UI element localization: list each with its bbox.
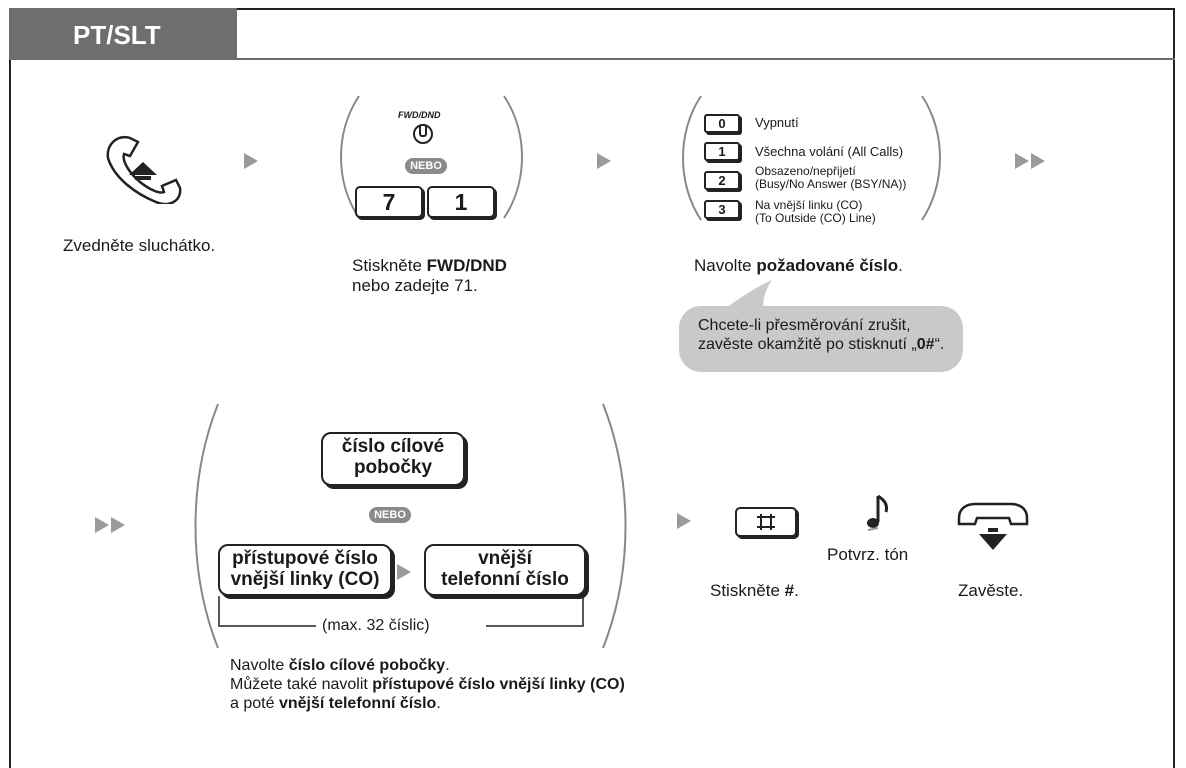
max-digits-note: (max. 32 číslic) [322, 617, 430, 634]
note-l1-prefix: Navolte [230, 657, 289, 674]
section-title: PT/SLT [73, 20, 161, 50]
next-arrow [677, 513, 691, 529]
next-arrow [111, 517, 125, 533]
note-l2-prefix: Můžete také navolit [230, 676, 373, 693]
next-arrow [597, 153, 611, 169]
ext-box-line1: číslo cílové [341, 436, 445, 457]
hash-label-bold: # [784, 581, 795, 600]
ext-box-line2: pobočky [353, 457, 433, 478]
nebo-badge: NEBO [369, 507, 411, 523]
destination-note: Navolte číslo cílové pobočky. Můžete tak… [230, 656, 625, 713]
option-key-2[interactable]: 2 [704, 171, 740, 190]
option-text-3-line1: Na vnější linku (CO) [755, 198, 863, 212]
note-l3-bold: vnější telefonní číslo [278, 695, 437, 712]
option-key-1[interactable]: 1 [704, 142, 740, 161]
tip-line2-suffix: “. [934, 336, 945, 353]
note-l2-bold: přístupové číslo vnější linky (CO) [372, 676, 625, 693]
phone-box-line1: vnější [478, 548, 532, 569]
options-label: Navolte požadované číslo. [694, 256, 903, 276]
max-bracket [218, 596, 584, 627]
option-text-2-line2: (Busy/No Answer (BSY/NA)) [755, 177, 907, 191]
tip-bubble [679, 306, 963, 372]
options-label-prefix: Navolte [694, 256, 757, 275]
note-l1-suffix: . [445, 657, 450, 674]
note-l3-suffix: . [436, 695, 441, 712]
tip-line2-bold: 0# [916, 336, 935, 353]
hangup-label: Zavěste. [958, 581, 1024, 600]
right-paren [503, 95, 523, 219]
press-label-line2: nebo zadejte 71. [352, 276, 478, 295]
key-7[interactable]: 7 [355, 186, 423, 218]
hash-label: Stiskněte #. [710, 581, 799, 601]
nebo-badge: NEBO [405, 158, 447, 174]
lift-label: Zvedněte sluchátko. [63, 236, 216, 255]
next-arrow [244, 153, 258, 169]
left-paren [340, 95, 360, 219]
fwd-dnd-button-icon[interactable] [412, 121, 434, 145]
note-l3-prefix: a poté [230, 695, 279, 712]
key-1[interactable]: 1 [427, 186, 495, 218]
co-box-line2: vnější linky (CO) [230, 569, 380, 590]
option-text-3: Na vnější linku (CO)(To Outside (CO) Lin… [755, 199, 876, 225]
hash-key[interactable] [735, 507, 797, 537]
note-l1-bold: číslo cílové pobočky [288, 657, 446, 674]
left-paren [682, 95, 702, 221]
press-label-prefix: Stiskněte [352, 256, 427, 275]
options-label-suffix: . [898, 256, 903, 275]
page-frame [9, 8, 1175, 768]
option-text-3-line2: (To Outside (CO) Line) [755, 211, 876, 225]
hash-label-prefix: Stiskněte [710, 581, 785, 600]
option-text-1: Všechna volání (All Calls) [755, 144, 904, 159]
option-text-0: Vypnutí [755, 115, 799, 130]
music-note-icon [867, 494, 888, 531]
on-hook-handset-icon [957, 502, 1029, 550]
co-box-line1: přístupové číslo [232, 548, 378, 569]
next-arrow [95, 517, 109, 533]
tip-text: Chcete-li přesměrování zrušit, zavěste o… [698, 316, 944, 354]
press-label: Stiskněte FWD/DND nebo zadejte 71. [352, 256, 507, 296]
next-arrow [1015, 153, 1029, 169]
fwd-dnd-key-label: FWD/DND [398, 110, 441, 120]
options-label-bold: požadované číslo [756, 256, 899, 275]
header-rule [237, 58, 1175, 60]
press-label-bold: FWD/DND [426, 256, 507, 275]
next-arrow [1031, 153, 1045, 169]
hash-icon [757, 514, 775, 530]
off-hook-handset-icon [106, 135, 182, 204]
option-key-0[interactable]: 0 [704, 114, 740, 133]
option-text-2: Obsazeno/nepřijetí(Busy/No Answer (BSY/N… [755, 165, 906, 191]
tip-line1: Chcete-li přesměrování zrušit, [698, 317, 911, 334]
hash-label-suffix: . [794, 581, 799, 600]
phone-box-line2: telefonní číslo [441, 569, 569, 590]
tip-pointer [720, 280, 772, 312]
option-key-3[interactable]: 3 [704, 200, 740, 219]
right-paren [921, 95, 941, 221]
option-text-2-line1: Obsazeno/nepřijetí [755, 164, 856, 178]
tone-label: Potvrz. tón [827, 545, 909, 564]
section-header: PT/SLT [9, 8, 237, 60]
next-arrow [397, 564, 411, 580]
right-paren [602, 403, 627, 649]
left-paren [194, 403, 219, 649]
tip-line2-prefix: zavěste okamžitě po stisknutí „ [698, 336, 917, 353]
